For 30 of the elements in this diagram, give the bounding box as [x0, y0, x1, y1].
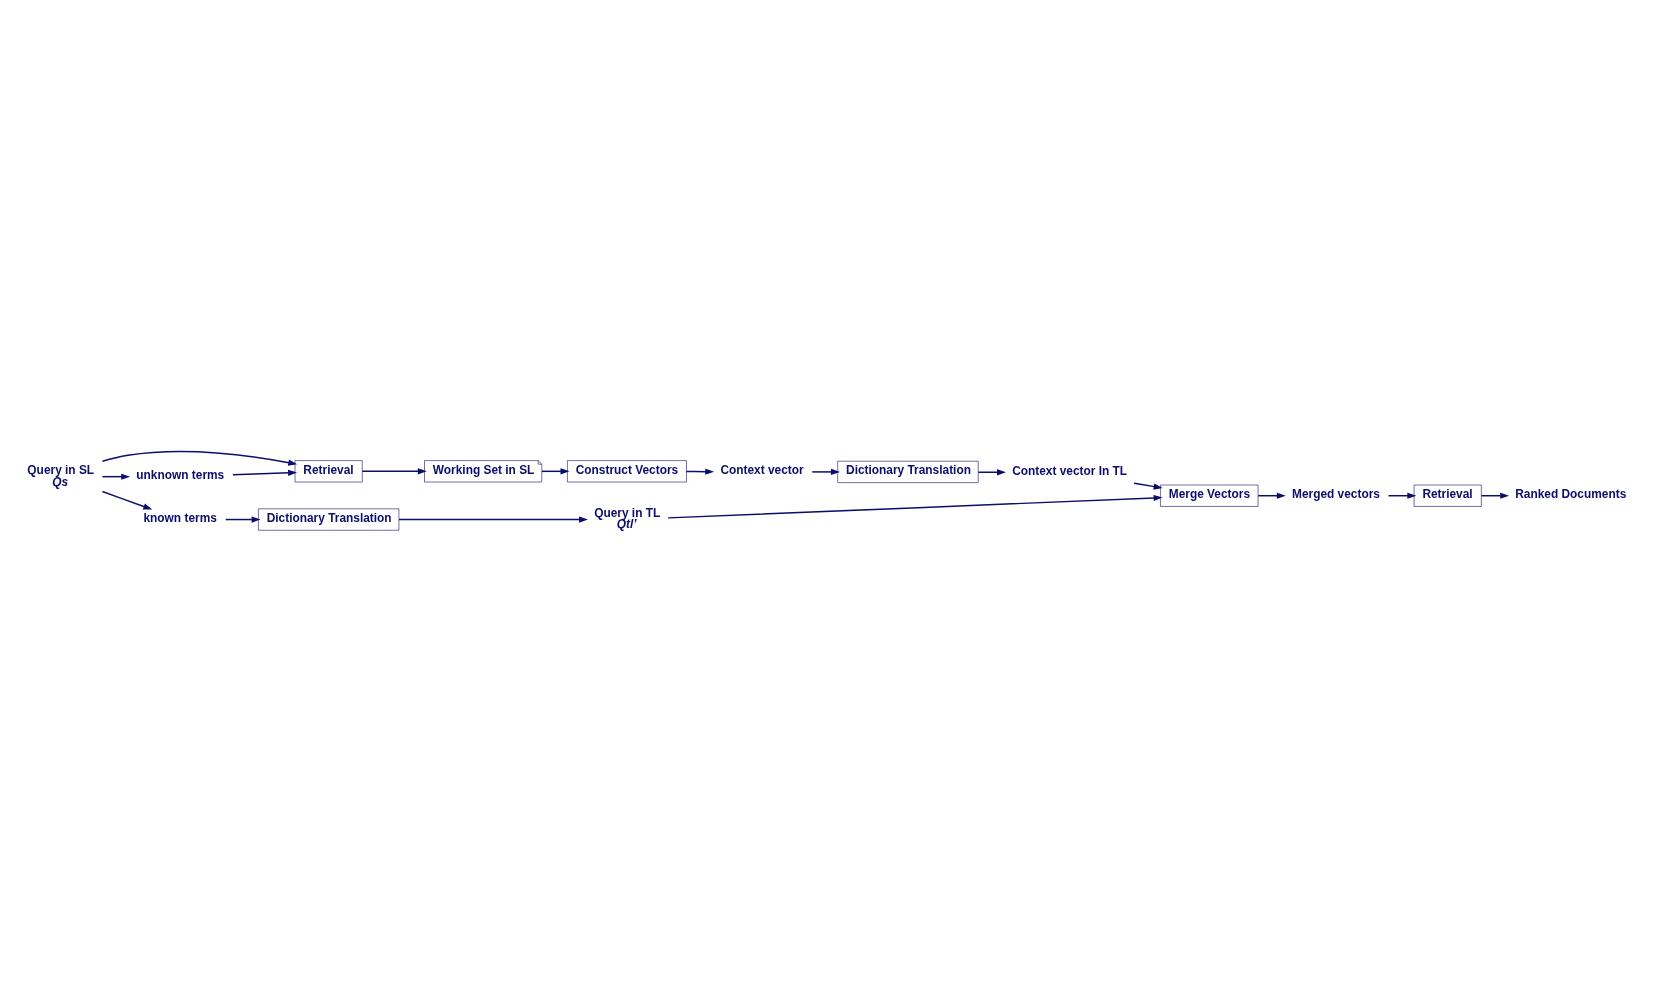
node-box: Construct Vectors [567, 460, 687, 483]
node-text: Query in TL Qtl’ [594, 505, 661, 532]
arrow [1133, 482, 1163, 490]
arrow [398, 516, 588, 523]
arrow [1257, 492, 1286, 499]
arrow [232, 469, 298, 476]
node-text: Query in SL Qs [27, 462, 95, 489]
arrow [1480, 492, 1510, 499]
node-text: Context vector In TL [1012, 463, 1128, 478]
node-text: Merged vectors [1292, 487, 1380, 502]
node-box: Dictionary Translation [258, 508, 400, 531]
node-text: Context vector [720, 463, 804, 478]
node-box: Dictionary Translation [837, 460, 979, 483]
arrow [101, 450, 298, 466]
arrow [224, 516, 261, 523]
arrow [685, 468, 715, 475]
node-box: Retrieval [294, 460, 363, 483]
node-text: Ranked Documents [1515, 487, 1627, 502]
arrow [811, 468, 840, 476]
arrow [667, 494, 1163, 519]
arrow [101, 490, 153, 510]
arrow [361, 468, 427, 475]
node-box: Retrieval [1413, 484, 1482, 507]
arrow [541, 468, 570, 475]
node-box: Merge Vectors [1160, 484, 1259, 507]
arrow [101, 473, 131, 480]
arrow [977, 469, 1006, 476]
node-text: unknown terms [136, 468, 225, 483]
arrow [1387, 492, 1417, 499]
node-text: known terms [143, 510, 217, 525]
